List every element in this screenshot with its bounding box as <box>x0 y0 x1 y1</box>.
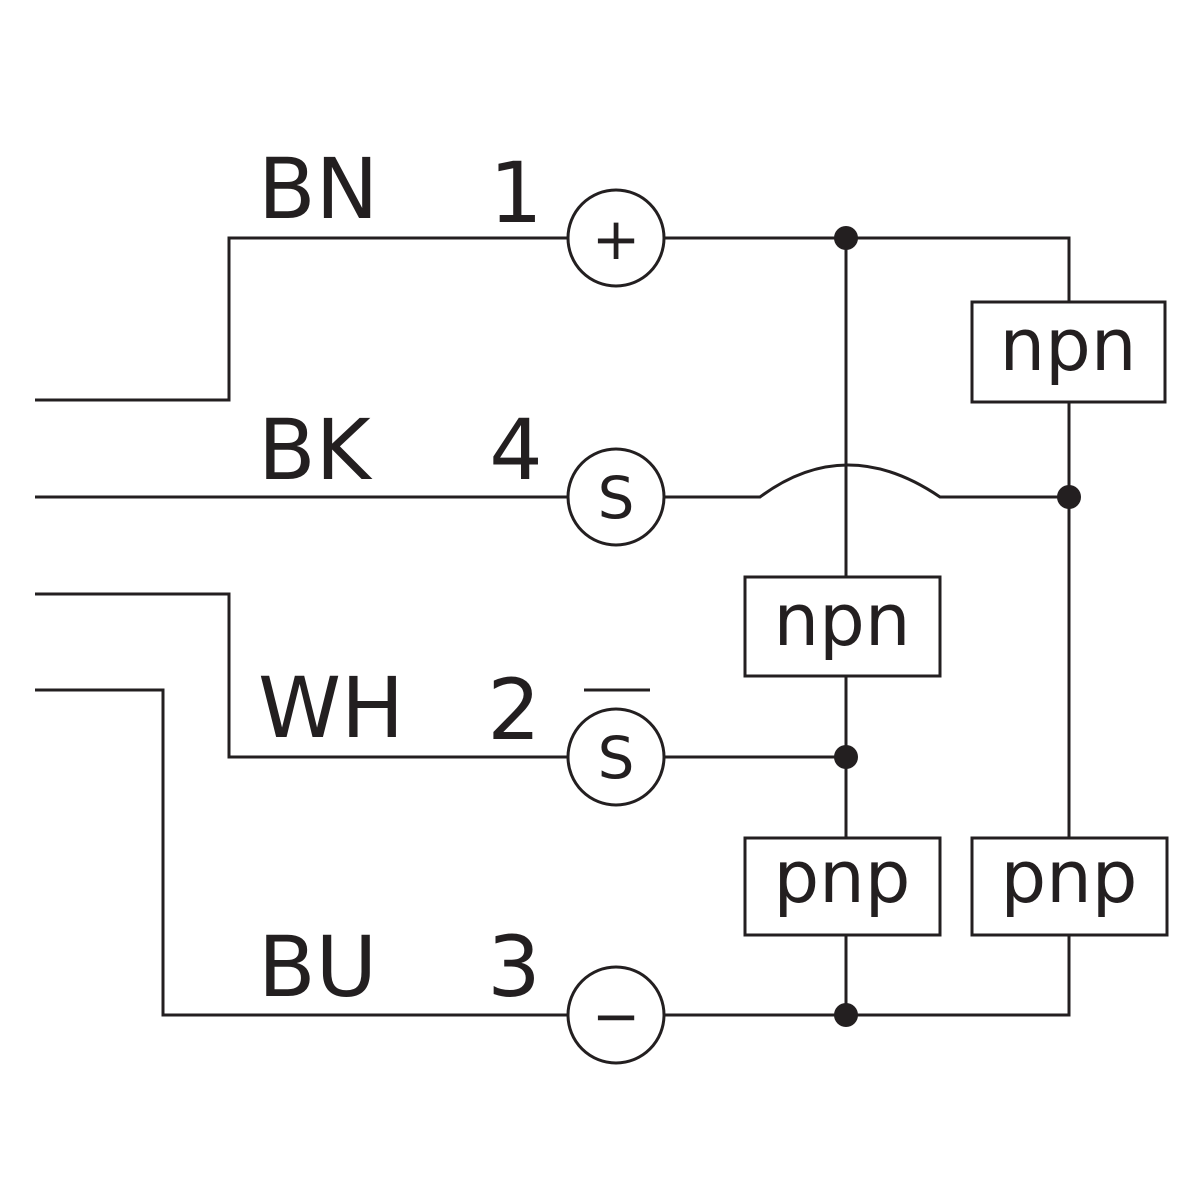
wire-label-bu: BU <box>258 918 377 1016</box>
box-pnp-center-label: pnp <box>773 835 910 919</box>
box-npn-center: npn <box>743 575 942 678</box>
junction-dot-s-bar <box>834 745 858 769</box>
pin-number-3: 3 <box>487 918 540 1016</box>
wire-label-bn: BN <box>258 140 378 238</box>
wire-wh <box>35 592 568 759</box>
terminal-s: S <box>566 447 666 547</box>
rail-positive <box>664 236 1071 302</box>
junction-dot-s <box>1057 485 1081 509</box>
wire-bu <box>35 688 568 1017</box>
output-s-line <box>664 463 1069 499</box>
pin-number-2: 2 <box>487 661 540 759</box>
box-npn-right: npn <box>970 300 1167 404</box>
terminal-positive: + <box>566 188 666 288</box>
box-npn-right-label: npn <box>1000 303 1137 387</box>
box-pnp-center: pnp <box>743 835 942 937</box>
wire-bn <box>35 236 568 402</box>
box-pnp-right-label: pnp <box>1000 835 1137 919</box>
terminal-s-bar-symbol: S <box>598 724 635 792</box>
pin-number-1: 1 <box>489 144 542 242</box>
wire-label-wh: WH <box>258 659 404 757</box>
box-pnp-right: pnp <box>970 835 1169 937</box>
pin-number-4: 4 <box>489 401 542 499</box>
terminal-s-bar: S <box>566 688 666 807</box>
rail-negative <box>664 935 1071 1017</box>
wire-label-bk: BK <box>258 401 373 499</box>
terminal-s-symbol: S <box>598 464 635 532</box>
terminal-negative-symbol: − <box>592 982 641 1050</box>
terminal-positive-symbol: + <box>592 205 641 273</box>
box-npn-center-label: npn <box>774 578 911 662</box>
junction-dot-negative <box>834 1003 858 1027</box>
junction-dot-positive <box>834 226 858 250</box>
terminal-negative: − <box>566 965 666 1065</box>
